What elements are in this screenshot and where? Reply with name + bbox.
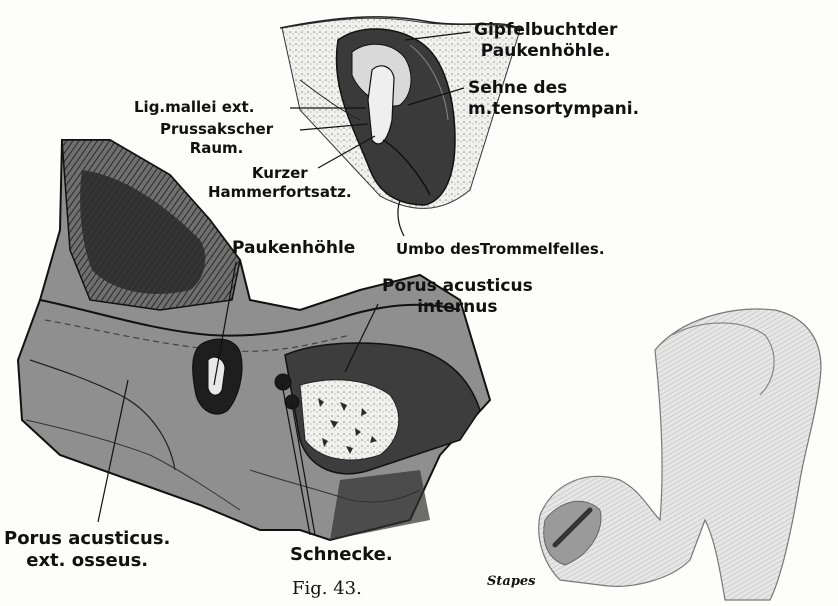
label-kurzer-line1: Kurzer xyxy=(208,164,352,183)
figure-caption: Fig. 43. xyxy=(292,578,362,599)
label-gipfelbucht-line2: Paukenhöhle. xyxy=(474,41,617,62)
label-gipfelbucht-line1: Gipfelbuchtder xyxy=(474,20,617,41)
label-porus-internus-line2: internus xyxy=(382,297,533,318)
label-lig-mallei: Lig.mallei ext. xyxy=(134,98,254,117)
label-kurzer: Kurzer Hammerfortsatz. xyxy=(208,164,352,202)
label-umbo: Umbo desTrommelfelles. xyxy=(396,240,605,259)
label-gipfelbucht: Gipfelbuchtder Paukenhöhle. xyxy=(474,20,617,62)
label-porus-internus: Porus acusticus internus xyxy=(382,276,533,318)
label-porus-externus-line1: Porus acusticus. xyxy=(4,528,170,550)
label-sehne-line2: m.tensortympani. xyxy=(468,99,639,120)
stapes-sketch xyxy=(539,309,821,600)
label-porus-externus-line2: ext. osseus. xyxy=(4,550,170,572)
label-prussak-line2: Raum. xyxy=(160,139,273,158)
label-sehne-line1: Sehne des xyxy=(468,78,639,99)
label-paukenhoehle: Paukenhöhle xyxy=(232,238,355,259)
label-prussak: Prussakscher Raum. xyxy=(160,120,273,158)
label-stapes: Stapes xyxy=(487,574,536,589)
label-kurzer-line2: Hammerfortsatz. xyxy=(208,183,352,202)
label-porus-externus: Porus acusticus. ext. osseus. xyxy=(4,528,170,572)
label-porus-internus-line1: Porus acusticus xyxy=(382,276,533,297)
label-schnecke: Schnecke. xyxy=(290,544,393,566)
label-sehne: Sehne des m.tensortympani. xyxy=(468,78,639,120)
label-prussak-line1: Prussakscher xyxy=(160,120,273,139)
